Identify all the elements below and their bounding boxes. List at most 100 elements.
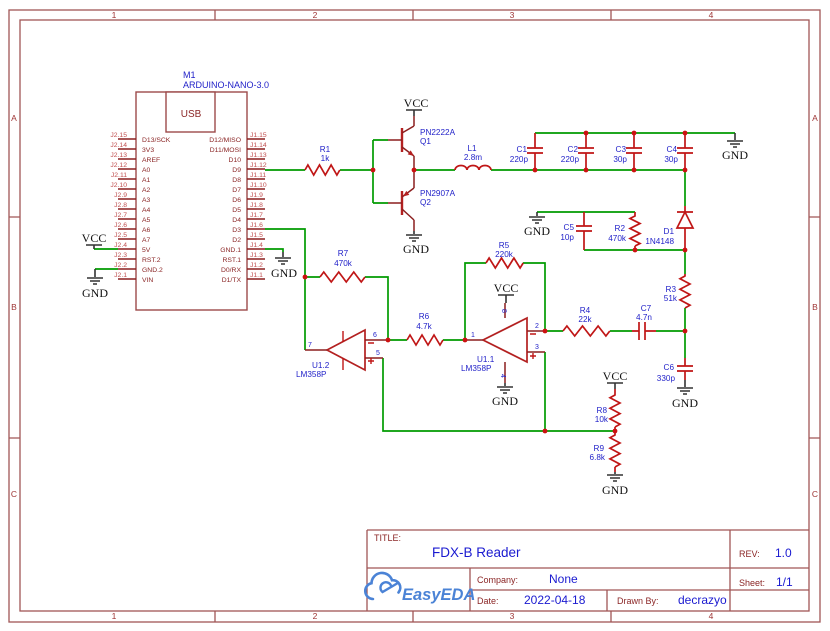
value-label: 220k	[495, 250, 514, 259]
value-label: 10p	[560, 233, 574, 242]
opamp-u1-2[interactable]: 7 6 5 U1.2 LM358P	[296, 328, 388, 379]
gnd-flag-c6[interactable]: GND	[672, 380, 698, 410]
pin-num: J1.6	[250, 222, 263, 229]
pin-num: J2.9	[114, 192, 127, 199]
net-label: VCC	[603, 369, 628, 383]
pin-num: J1.9	[250, 192, 263, 199]
frame-col-label: 2	[313, 10, 318, 20]
pin-name: VIN	[142, 277, 153, 284]
frame-row-label: A	[11, 113, 17, 123]
pin-name: A3	[142, 197, 151, 204]
gnd-flag-arduino-right[interactable]: GND	[271, 252, 297, 280]
rev-value[interactable]: 1.0	[775, 546, 792, 560]
gnd-flag-q2[interactable]: GND	[403, 231, 429, 256]
gnd-flag-u11[interactable]: GND	[492, 383, 518, 408]
wires[interactable]	[94, 132, 735, 432]
arduino-nano-m1[interactable]: USB M1 ARDUINO-NANO-3.0 J2.15 J2.14 J2.1…	[110, 70, 269, 311]
opamp-u1-1[interactable]: 1 2 3 8 4 U1.1 LM358P	[461, 303, 545, 383]
resistor-r1[interactable]: R1 1k	[304, 145, 341, 177]
resistor-r6[interactable]: R6 4.7k	[406, 312, 444, 347]
value-label: 6.8k	[590, 453, 606, 462]
date-value[interactable]: 2022-04-18	[524, 593, 586, 607]
resistor-r7[interactable]: R7 470k	[319, 249, 366, 284]
pin-name: D2	[232, 237, 241, 244]
diode-d1[interactable]: D1 1N4148	[645, 206, 695, 250]
resistor-r8[interactable]: R8 10k	[595, 389, 622, 431]
company-value[interactable]: None	[549, 572, 578, 586]
company-label: Company:	[477, 575, 518, 585]
ref-label: C6	[664, 363, 675, 372]
pin-name: D8	[232, 177, 241, 184]
capacitor-c7[interactable]: C7 4.7n	[632, 304, 656, 340]
net-label: GND	[524, 224, 550, 238]
ref-label: R7	[338, 249, 349, 258]
resistor-r2[interactable]: R2 470k	[608, 212, 642, 250]
inductor-l1[interactable]: L1 2.8m	[454, 144, 492, 171]
frame-col-label: 4	[709, 10, 714, 20]
pin-name: RST.1	[222, 257, 241, 264]
capacitor-c1[interactable]: C1 220p	[510, 133, 543, 170]
vcc-flag-r8[interactable]: VCC	[603, 369, 628, 389]
gnd-flag-r9[interactable]: GND	[602, 472, 628, 497]
pin-name: A4	[142, 207, 151, 214]
frame-col-label: 4	[709, 611, 714, 621]
resistor-r5[interactable]: R5 220k	[485, 241, 524, 270]
capacitor-c5[interactable]: C5 10p	[560, 212, 592, 250]
ref-label: R2	[615, 224, 626, 233]
value-label: 1N4148	[645, 237, 674, 246]
pin-num: J1.15	[250, 132, 267, 139]
pin-num: J2.6	[114, 222, 127, 229]
pin-number: 2	[535, 323, 539, 330]
vcc-flag-arduino[interactable]: VCC	[82, 231, 107, 249]
transistor-q1[interactable]: PN2222A Q1	[388, 116, 456, 170]
capacitor-c2[interactable]: C2 220p	[561, 133, 594, 170]
pin-num: J1.1	[250, 272, 263, 279]
transistor-q2[interactable]: PN2907A Q2	[388, 170, 456, 231]
easyeda-logo: EasyEDA	[363, 571, 475, 604]
net-label: GND	[82, 286, 108, 300]
resistor-r4[interactable]: R4 22k	[562, 306, 611, 338]
capacitor-c3[interactable]: C3 30p	[613, 133, 642, 170]
ref-label: C5	[564, 223, 575, 232]
capacitor-c4[interactable]: C4 30p	[664, 133, 693, 170]
frame-row-label: C	[11, 489, 17, 499]
rev-label: REV:	[739, 549, 760, 559]
date-label: Date:	[477, 596, 499, 606]
value-label: 330p	[657, 374, 676, 383]
pin-num: J1.10	[250, 182, 267, 189]
vcc-flag-q1[interactable]: VCC	[404, 96, 429, 116]
resistor-r3[interactable]: R3 51k	[664, 274, 692, 309]
ref-label: R3	[666, 285, 677, 294]
capacitor-c6[interactable]: C6 330p	[657, 358, 693, 383]
value-label: 1k	[321, 154, 331, 163]
pin-name: A5	[142, 217, 151, 224]
sheet-title[interactable]: FDX-B Reader	[432, 545, 521, 560]
ref-label: Q1	[420, 137, 431, 146]
sheet-value[interactable]: 1/1	[776, 575, 793, 589]
pin-name: D9	[232, 167, 241, 174]
pin-name: D0/RX	[221, 267, 241, 274]
pin-num: J1.8	[250, 202, 263, 209]
ref-label: R9	[594, 444, 605, 453]
pin-num: J1.4	[250, 242, 263, 249]
pin-num: J2.10	[110, 182, 127, 189]
drawn-by-value[interactable]: decrazyo	[678, 593, 727, 607]
ref-label: C1	[517, 145, 528, 154]
gnd-flag-c5[interactable]: GND	[524, 212, 550, 238]
arduino-pin-stubs[interactable]	[118, 138, 265, 280]
gnd-flag-arduino-left[interactable]: GND	[82, 269, 108, 300]
pin-number: 3	[535, 344, 539, 351]
vcc-flag-u11[interactable]: VCC	[494, 281, 519, 303]
frame-row-label: A	[812, 113, 818, 123]
gnd-flag-tank[interactable]: GND	[722, 133, 748, 162]
net-label: GND	[672, 396, 698, 410]
value-label: PN2222A	[420, 128, 456, 137]
pin-num: J2.8	[114, 202, 127, 209]
pin-name: A2	[142, 187, 151, 194]
ref-label: L1	[467, 144, 477, 153]
value-label: 4.7n	[636, 313, 652, 322]
resistor-r9[interactable]: R9 6.8k	[590, 431, 622, 472]
pin-number: 8	[500, 309, 507, 313]
